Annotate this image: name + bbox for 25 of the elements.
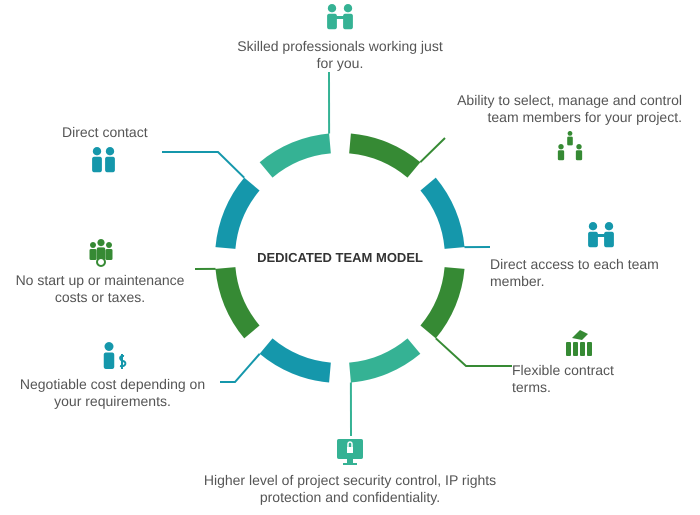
ring-segment — [420, 267, 465, 338]
title: DEDICATED TEAM MODEL — [256, 250, 424, 265]
ring-segment — [349, 133, 420, 178]
leader-line — [350, 382, 352, 436]
feature-text: Negotiable cost depending on your requirements. — [18, 376, 206, 410]
ring-segment — [349, 338, 420, 383]
feature-text: Flexible contract terms. — [512, 362, 615, 396]
leader-line — [464, 246, 490, 248]
leader-line — [162, 151, 245, 178]
feature-text: Direct contact — [62, 124, 149, 141]
feature-text: Direct access to each team member. — [490, 256, 660, 290]
ring-segment — [215, 178, 260, 249]
feature-text: Skilled professionals working just for you. — [236, 38, 444, 72]
feature-text: Ability to select, manage and control team members for your project. — [456, 92, 682, 126]
leader-line — [220, 353, 260, 383]
leader-line — [195, 268, 216, 270]
ring-segment — [260, 338, 331, 383]
leader-line — [328, 72, 330, 134]
leader-line — [435, 338, 512, 367]
ring-segment — [215, 267, 260, 338]
feature-text: Higher level of project security control, IP rights protection and confidentiality. — [202, 472, 498, 506]
ring-segment — [260, 133, 331, 178]
leader-line — [420, 137, 446, 163]
ring-segment — [420, 178, 465, 249]
feature-text: No start up or maintenance costs or taxes. — [14, 272, 186, 306]
